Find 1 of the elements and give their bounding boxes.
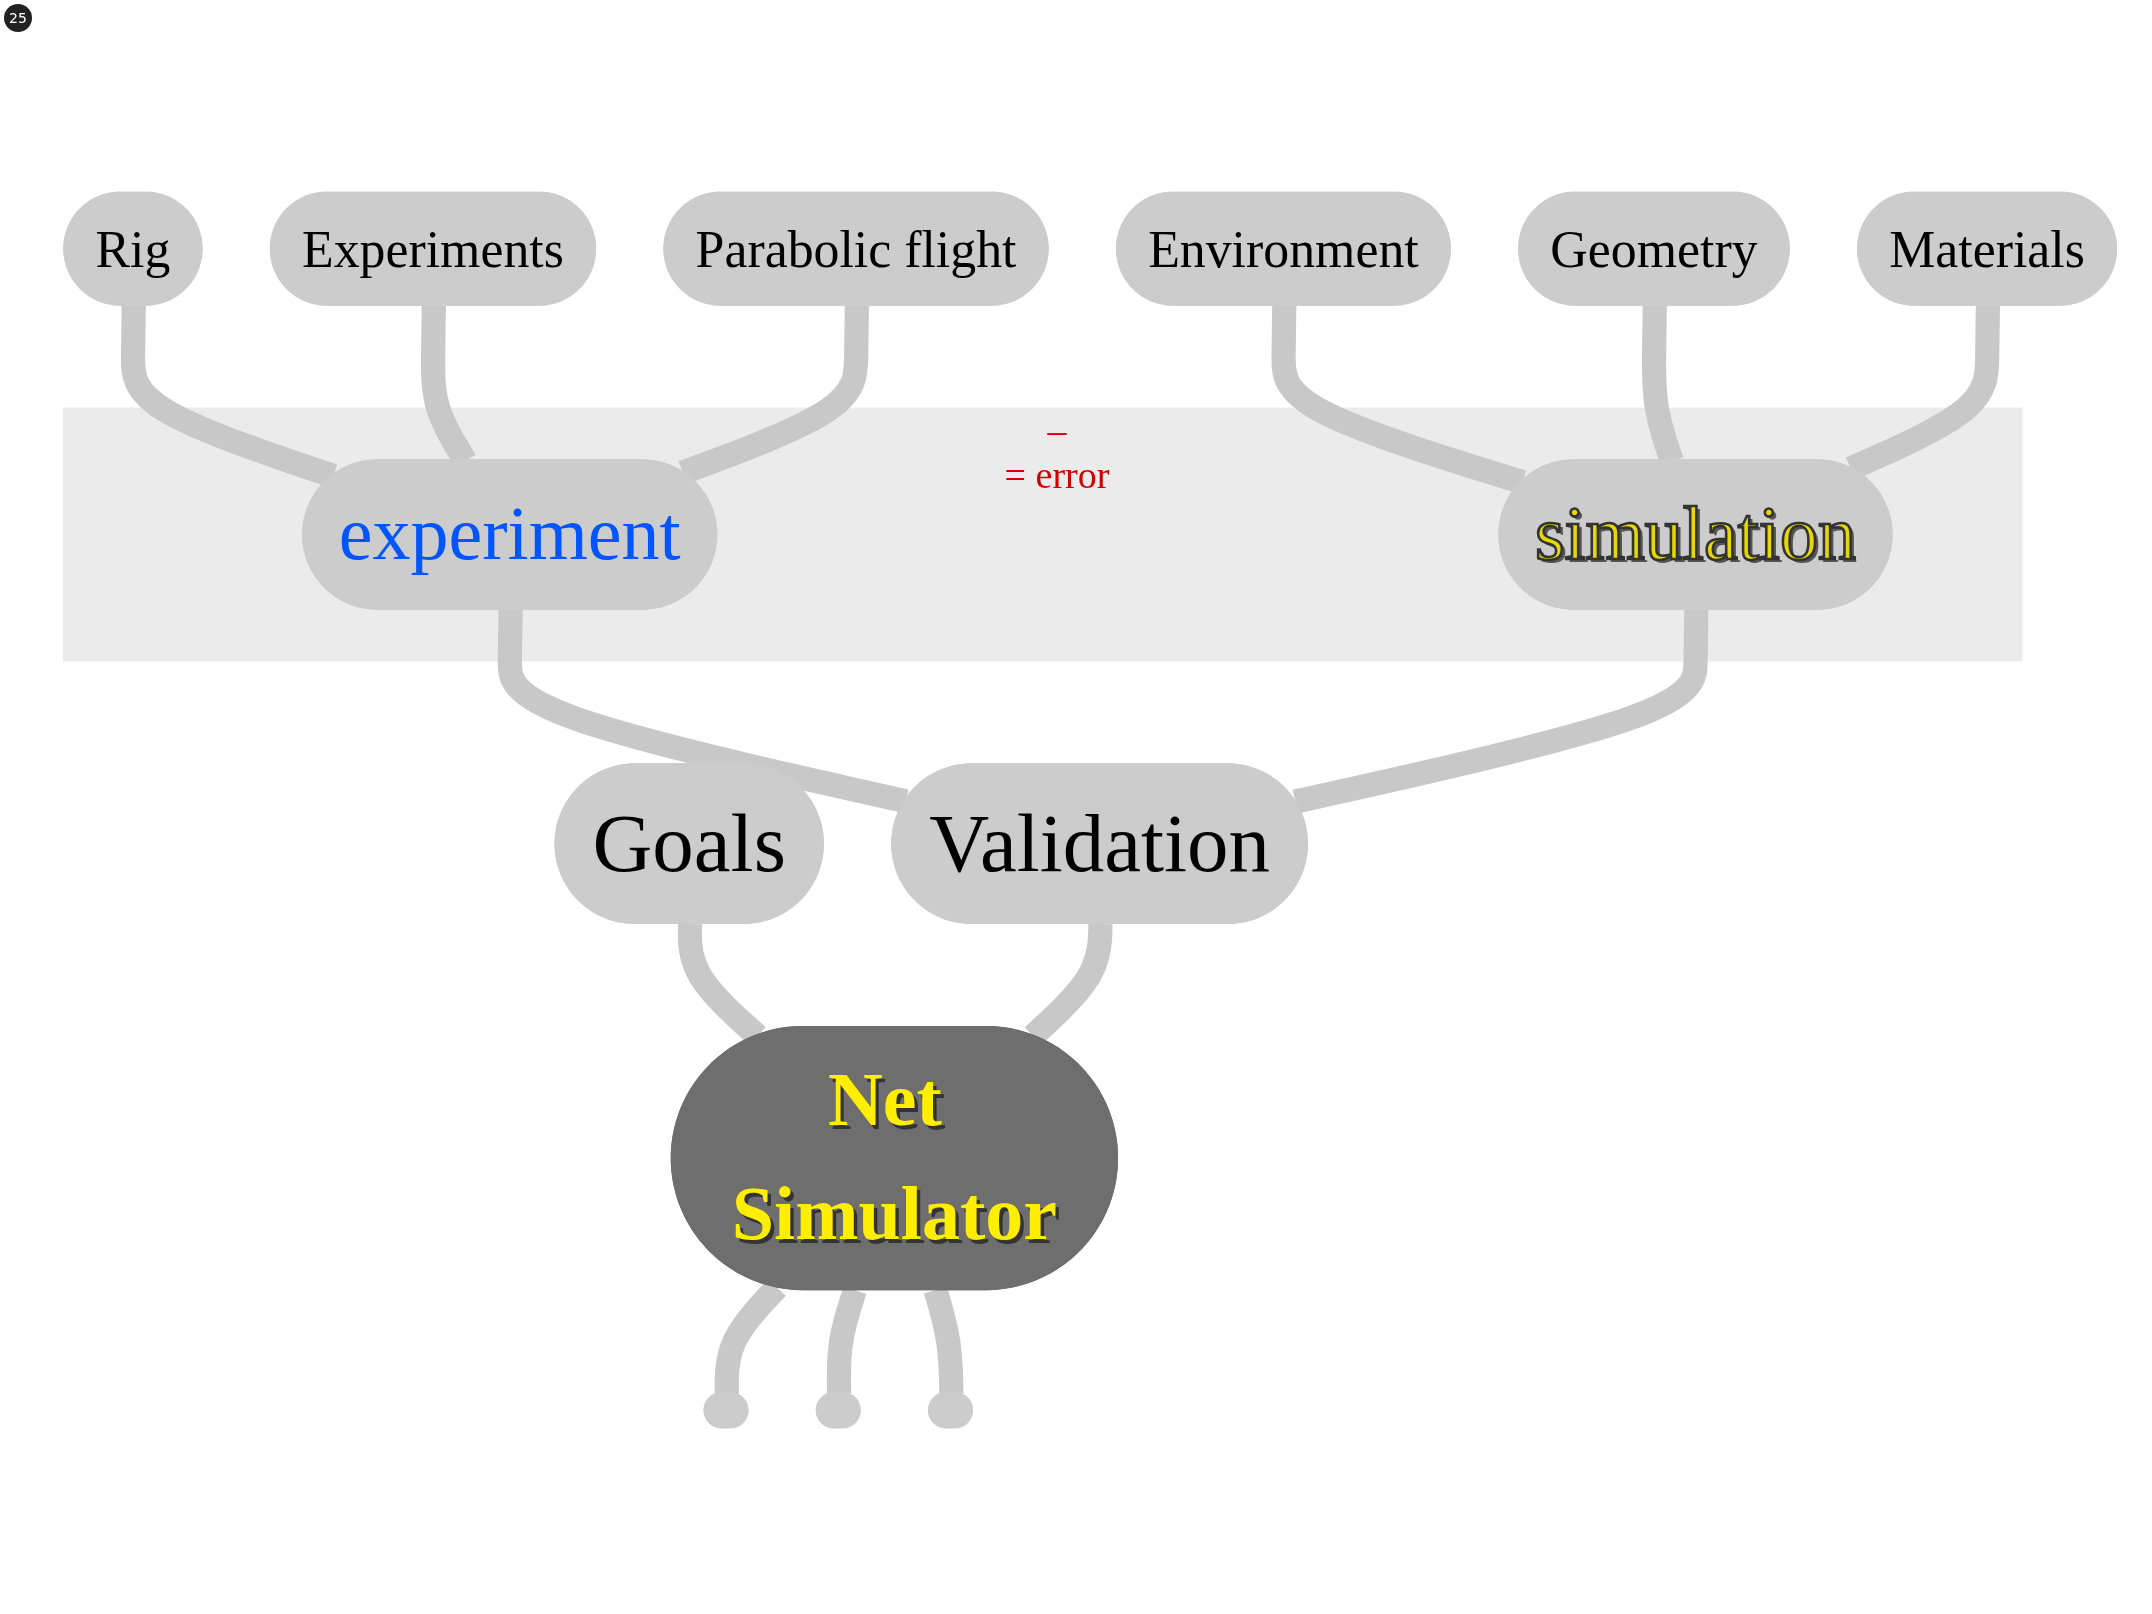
slide-number: 25 [4,4,32,32]
